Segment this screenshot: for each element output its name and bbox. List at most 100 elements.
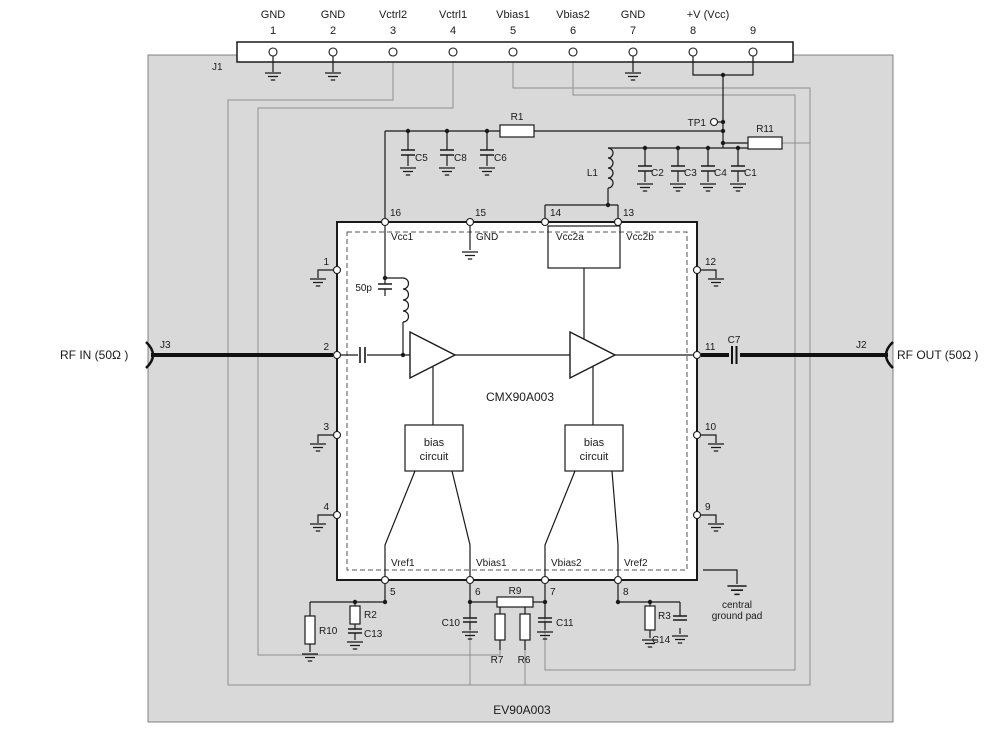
ic-pin-number: 10 bbox=[705, 422, 717, 433]
j1-vcc-label: +V (Vcc) bbox=[687, 9, 729, 21]
r9-label: R9 bbox=[509, 586, 522, 597]
ic-pin-number: 16 bbox=[390, 208, 402, 219]
capacitor-c14 bbox=[673, 615, 687, 621]
bias1-word1: bias bbox=[424, 437, 445, 449]
j1-ref: J1 bbox=[212, 62, 223, 73]
dc-block-capacitor bbox=[359, 347, 366, 363]
j2-ref: J2 bbox=[856, 340, 867, 351]
amplifier-1 bbox=[409, 330, 457, 380]
ic-pin-number: 7 bbox=[550, 587, 556, 598]
j1-pin-stubs bbox=[272, 56, 754, 148]
c5-label: C5 bbox=[415, 153, 428, 164]
rf-in-label: RF IN (50Ω ) bbox=[60, 348, 128, 362]
choke-inductor bbox=[402, 277, 410, 323]
c8-label: C8 bbox=[454, 153, 467, 164]
rf-out-connector-icon bbox=[884, 341, 894, 369]
ic-internal-wires bbox=[337, 226, 694, 577]
j1-pin-label: Vbias2 bbox=[556, 9, 590, 21]
side-pin-grounds bbox=[309, 269, 725, 532]
j1-pin-label: GND bbox=[321, 9, 346, 21]
ic-pad-label: Vbias2 bbox=[551, 558, 582, 569]
c3-label: C3 bbox=[684, 168, 697, 179]
c1-label: C1 bbox=[744, 168, 757, 179]
vcc1-network: R1 C5 C8 C6 bbox=[384, 112, 726, 218]
central-ground-label-2: ground pad bbox=[712, 611, 763, 622]
ic-pin-number: 3 bbox=[323, 422, 329, 433]
ic-pin-number: 13 bbox=[623, 208, 635, 219]
ic-pin-number: 11 bbox=[705, 342, 716, 353]
ic-pin-number: 5 bbox=[390, 587, 396, 598]
r10-label: R10 bbox=[319, 626, 338, 637]
bias1-word2: circuit bbox=[420, 451, 449, 463]
j1-pin-circles bbox=[268, 47, 758, 57]
j3-ref: J3 bbox=[160, 340, 171, 351]
bias-circuit-1 bbox=[404, 424, 464, 472]
route-vbias2 bbox=[544, 62, 796, 671]
rf-out-label: RF OUT (50Ω ) bbox=[897, 348, 978, 362]
bias-network: R2 C13 R10 C10 R9 R7 R6 C11 R3 C14 centr… bbox=[301, 569, 763, 666]
ic-pin-number: 8 bbox=[623, 587, 629, 598]
ic-pad-label: Vbias1 bbox=[476, 558, 507, 569]
r11-label: R11 bbox=[756, 124, 774, 135]
ic-cmx90a003: bias circuit bias circuit 50p CMX90A003 … bbox=[323, 208, 716, 598]
j1-pin-number: 3 bbox=[390, 25, 396, 37]
j1-pin-number: 2 bbox=[330, 25, 336, 37]
ic-pin-circles bbox=[332, 217, 702, 585]
c4-label: C4 bbox=[714, 168, 727, 179]
route-vbias1 bbox=[469, 62, 811, 686]
c10-label: C10 bbox=[442, 618, 461, 629]
resistor-r6 bbox=[519, 613, 531, 641]
ic-pin-number: 9 bbox=[705, 502, 711, 513]
ic-pin-number: 1 bbox=[323, 257, 329, 268]
ic-pin-number: 4 bbox=[323, 502, 329, 513]
ic-name: CMX90A003 bbox=[486, 390, 554, 404]
resistor-r10 bbox=[304, 615, 316, 645]
j1-pin-label: GND bbox=[621, 9, 646, 21]
ic-pin-number: 15 bbox=[475, 208, 487, 219]
capacitor-c7 bbox=[731, 346, 738, 364]
rf-path: RF IN (50Ω ) RF OUT (50Ω ) J3 J2 C7 bbox=[60, 335, 978, 369]
c2-label: C2 bbox=[651, 168, 664, 179]
ic-pad-label: Vref2 bbox=[624, 558, 648, 569]
ic-pin-number: 14 bbox=[550, 208, 562, 219]
j1-connector: GND GND Vctrl2 Vctrl1 Vbias1 Vbias2 GND … bbox=[212, 9, 794, 148]
ic-pad-label: Vcc1 bbox=[391, 232, 414, 243]
r1-label: R1 bbox=[511, 112, 524, 123]
r6-label: R6 bbox=[518, 655, 531, 666]
resistor-r2 bbox=[349, 605, 361, 625]
j1-pin-number: 9 bbox=[750, 25, 756, 37]
ic-pad-label: Vcc2b bbox=[626, 232, 654, 243]
central-ground-label-1: central bbox=[722, 600, 752, 611]
c7-label: C7 bbox=[728, 335, 741, 346]
j1-pin-label: Vctrl1 bbox=[439, 9, 467, 21]
resistor-r9 bbox=[496, 596, 534, 608]
r2-label: R2 bbox=[364, 610, 377, 621]
resistor-r11 bbox=[747, 136, 783, 150]
cap-50p-label: 50p bbox=[355, 283, 372, 294]
ic-inner-dashed-border bbox=[346, 231, 688, 571]
j1-pin-label: Vbias1 bbox=[496, 9, 530, 21]
amplifier-2 bbox=[569, 330, 617, 380]
vcc2-network: L1 C2 C3 C4 C1 TP1 R11 bbox=[544, 117, 783, 218]
j1-pin-number: 8 bbox=[690, 25, 696, 37]
j1-pin-label: GND bbox=[261, 9, 286, 21]
capacitor-c10 bbox=[463, 617, 477, 623]
board-title: EV90A003 bbox=[493, 703, 551, 717]
ic-pin-number: 2 bbox=[323, 342, 329, 353]
junction-dot bbox=[720, 72, 726, 78]
ic-pad-label: Vref1 bbox=[391, 558, 415, 569]
capacitor-50p bbox=[378, 283, 392, 290]
inductor-l1 bbox=[607, 147, 614, 189]
capacitor-c13 bbox=[348, 628, 362, 634]
j1-pin-label: Vctrl2 bbox=[379, 9, 407, 21]
r7-label: R7 bbox=[491, 655, 504, 666]
resistor-r1 bbox=[499, 124, 535, 138]
testpoint-tp1 bbox=[709, 117, 719, 127]
j1-pin-number: 1 bbox=[270, 25, 276, 37]
ic-pin-number: 6 bbox=[475, 587, 481, 598]
ic-pad-label: Vcc2a bbox=[556, 232, 584, 243]
j1-pin-number: 7 bbox=[630, 25, 636, 37]
j1-pin-number: 6 bbox=[570, 25, 576, 37]
